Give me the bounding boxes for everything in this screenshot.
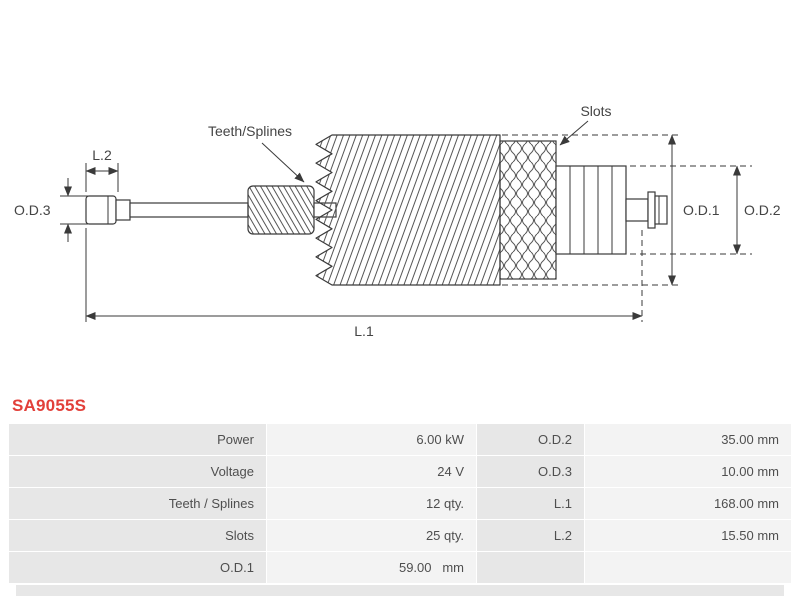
table-row-partial xyxy=(16,585,784,596)
table-row: Slots 25 qty. L.2 15.50 mm xyxy=(9,520,791,551)
spec-value: 10.00 mm xyxy=(585,456,791,487)
spec-value: 6.00 kW xyxy=(267,424,476,455)
l1-label: L.1 xyxy=(354,323,374,339)
spec-table: Power 6.00 kW O.D.2 35.00 mm Voltage 24 … xyxy=(8,423,792,584)
shaft-right-end xyxy=(625,191,668,229)
diagram-labels: Teeth/Splines Slots L.2 O.D.3 O.D.1 O.D.… xyxy=(14,103,781,339)
dimension-od2 xyxy=(630,165,752,255)
spec-value: 12 qty. xyxy=(267,488,476,519)
armature-body xyxy=(85,134,668,286)
table-row: O.D.1 59.00 mm xyxy=(9,552,791,583)
armature-technical-drawing: Teeth/Splines Slots L.2 O.D.3 O.D.1 O.D.… xyxy=(14,103,781,339)
part-number: SA9055S xyxy=(12,396,87,415)
spec-label: Teeth / Splines xyxy=(9,488,266,519)
od2-label: O.D.2 xyxy=(744,202,781,218)
od1-label: O.D.1 xyxy=(683,202,720,218)
spec-value: 35.00 mm xyxy=(585,424,791,455)
commutator xyxy=(555,165,627,255)
dimension-l1 xyxy=(85,228,643,322)
dimension-od3 xyxy=(60,178,88,242)
dimension-od1 xyxy=(502,134,682,286)
armature-diagram: Teeth/Splines Slots L.2 O.D.3 O.D.1 O.D.… xyxy=(14,103,781,339)
table-row: Voltage 24 V O.D.3 10.00 mm xyxy=(9,456,791,487)
spec-table-section: Power 6.00 kW O.D.2 35.00 mm Voltage 24 … xyxy=(0,423,800,596)
spec-value xyxy=(585,552,791,583)
spec-label xyxy=(477,552,584,583)
armature-core xyxy=(315,134,501,286)
spec-value: 24 V xyxy=(267,456,476,487)
spec-value: 59.00 mm xyxy=(267,552,476,583)
spec-value: 168.00 mm xyxy=(585,488,791,519)
teeth-splines-section xyxy=(247,185,337,235)
spec-value: 15.50 mm xyxy=(585,520,791,551)
spec-label: L.1 xyxy=(477,488,584,519)
dimension-lines xyxy=(60,120,752,322)
teeth-splines-leader xyxy=(261,142,305,183)
teeth-splines-label: Teeth/Splines xyxy=(208,123,292,139)
l2-label: L.2 xyxy=(92,147,112,163)
table-row: Power 6.00 kW O.D.2 35.00 mm xyxy=(9,424,791,455)
dimension-l2 xyxy=(85,163,119,192)
spec-value: 25 qty. xyxy=(267,520,476,551)
spec-label: O.D.3 xyxy=(477,456,584,487)
slots-leader xyxy=(559,120,589,146)
shaft-left-end xyxy=(85,195,249,225)
slots-riser-section xyxy=(499,140,557,280)
spec-label: Power xyxy=(9,424,266,455)
od3-label: O.D.3 xyxy=(14,202,51,218)
spec-label: O.D.1 xyxy=(9,552,266,583)
spec-label: O.D.2 xyxy=(477,424,584,455)
spec-label: L.2 xyxy=(477,520,584,551)
spec-label: Voltage xyxy=(9,456,266,487)
table-row: Teeth / Splines 12 qty. L.1 168.00 mm xyxy=(9,488,791,519)
spec-label: Slots xyxy=(9,520,266,551)
slots-label: Slots xyxy=(580,103,611,119)
